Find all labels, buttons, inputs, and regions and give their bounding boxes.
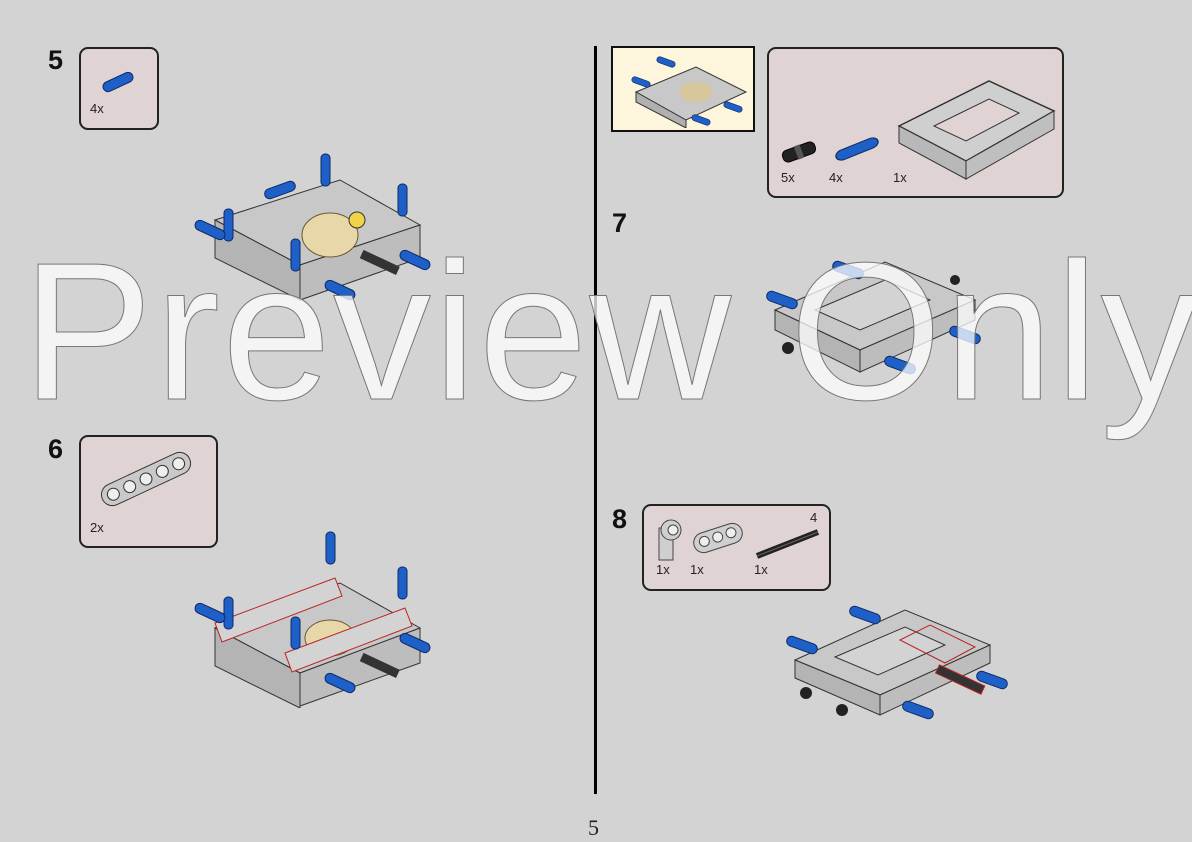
step-number: 8: [612, 504, 628, 534]
part-quantity: 2x: [90, 520, 104, 535]
sub-assembly-callout: [611, 46, 755, 132]
part-quantity: 4x: [90, 101, 104, 116]
part-quantity: 5x: [781, 170, 795, 185]
blue-axle-pin-icon: [833, 135, 881, 163]
gray-beam-3-icon: [693, 522, 743, 554]
black-axle-icon: [755, 529, 820, 559]
model-assembly-step-5: [192, 153, 433, 302]
gray-beam-5-icon: [100, 451, 192, 507]
model-assembly-step-8: [784, 604, 1010, 721]
sub-assembly-thumbnail: [630, 55, 748, 128]
step-number: 7: [612, 208, 628, 238]
model-assembly-step-7: [764, 259, 983, 376]
black-friction-pin-icon: [781, 141, 817, 163]
blue-axle-pin-icon: [100, 70, 136, 94]
part-quantity: 4x: [829, 170, 843, 185]
model-assembly-step-6: [192, 531, 433, 708]
parts-list: 5x 4x 1x: [767, 47, 1064, 198]
gray-axle-connector-icon: [658, 519, 682, 561]
gray-open-frame-icon: [897, 80, 1056, 180]
page-divider: [594, 46, 597, 794]
part-quantity: 1x: [893, 170, 907, 185]
axle-length-label: 4: [810, 510, 818, 525]
parts-list: 2x: [79, 435, 218, 548]
step-number: 5: [48, 45, 64, 75]
part-quantity: 1x: [690, 562, 704, 577]
part-quantity: 1x: [754, 562, 768, 577]
parts-list: 4x: [79, 47, 159, 130]
parts-list: 1x 1x 4 1x: [642, 504, 831, 591]
page-number: 5: [588, 815, 599, 840]
part-quantity: 1x: [656, 562, 670, 577]
step-number: 6: [48, 434, 64, 464]
preview-watermark: Preview Only: [22, 222, 1192, 441]
